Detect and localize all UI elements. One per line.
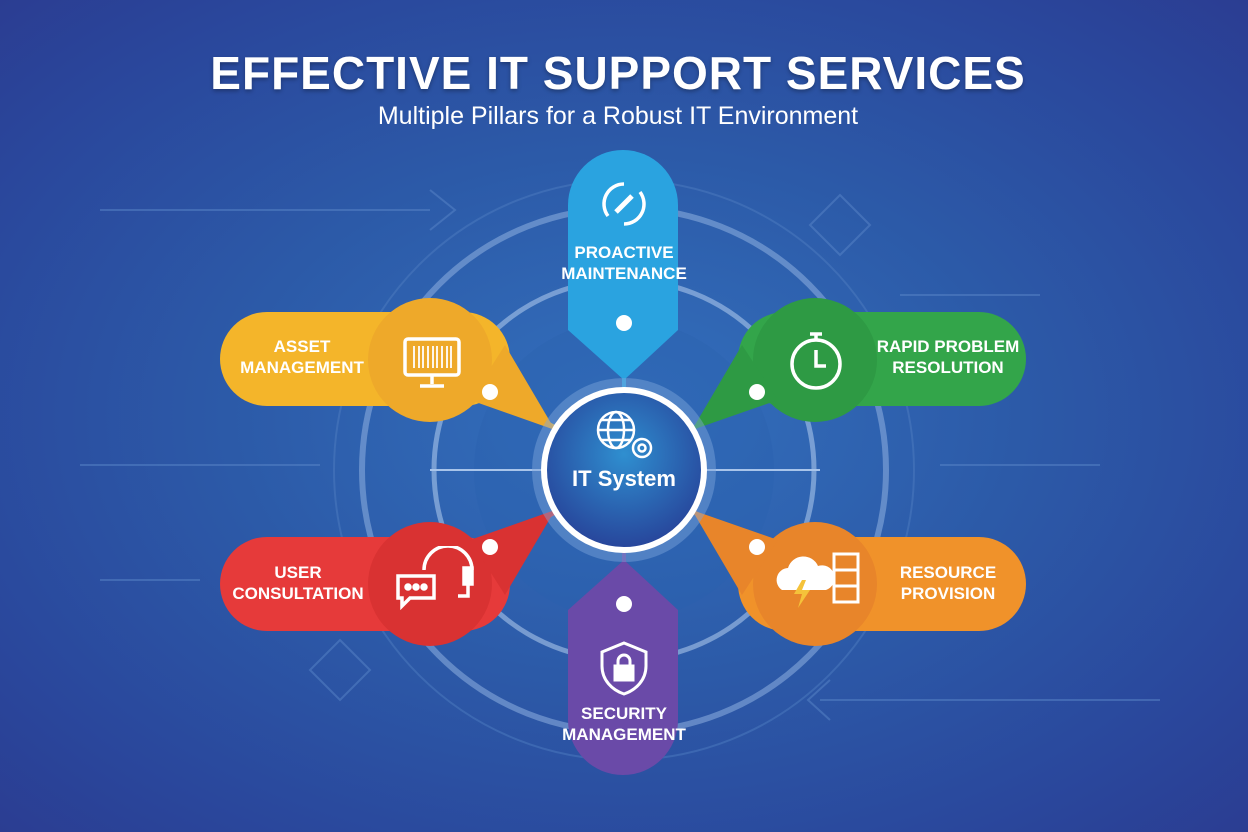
center-label: IT System (572, 466, 676, 491)
globe-gear-icon (596, 410, 653, 459)
stopwatch-icon (790, 332, 842, 390)
pillar-label-security-management: SECURITY MANAGEMENT (562, 704, 686, 744)
page-subtitle: Multiple Pillars for a Robust IT Environ… (377, 102, 859, 130)
headset-chat-icon (396, 546, 474, 610)
pillar-label-proactive-maintenance: PROACTIVE MAINTENANCE (561, 243, 687, 283)
circuit-lines (80, 189, 1160, 721)
shield-lock-icon (600, 641, 648, 696)
monitor-barcode-icon (403, 337, 461, 388)
center-hub (532, 378, 716, 562)
pillar-user-consultation (220, 510, 555, 646)
pillar-asset-management (220, 298, 555, 430)
pillar-label-rapid-problem-resolution: RAPID PROBLEM RESOLUTION (876, 337, 1020, 377)
pillar-label-asset-management: ASSET MANAGEMENT (240, 337, 364, 377)
pillar-label-resource-provision: RESOURCE PROVISION (899, 563, 997, 603)
pillar-label-user-consultation: USER CONSULTATION (232, 563, 364, 603)
page-title: EFFECTIVE IT SUPPORT SERVICES (210, 47, 1026, 99)
pillar-proactive-maintenance (568, 150, 678, 380)
wrench-icon (602, 182, 646, 226)
cloud-server-icon (776, 552, 860, 608)
